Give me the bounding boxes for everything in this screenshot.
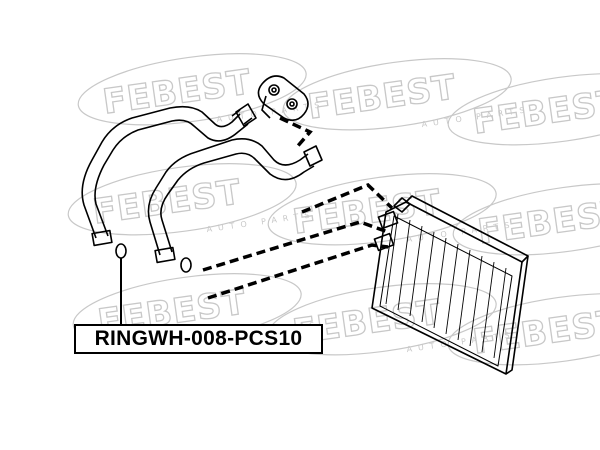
dashed-link-pipe-upper — [301, 182, 394, 214]
heater-pipe-rear — [147, 138, 323, 264]
dashed-link-pipe-front — [202, 220, 389, 272]
heater-core-frame — [371, 201, 523, 375]
watermark-logo: FEBEST AUTO PARTS — [67, 163, 316, 236]
dashed-link-pipe-rear — [207, 243, 389, 300]
watermark-logo: FEBEST — [447, 73, 600, 146]
connection-lines — [202, 116, 394, 300]
part-number-label: RINGWH-008-PCS10 — [74, 324, 323, 354]
watermark-text: FEBEST — [470, 302, 600, 362]
watermark-text: FEBEST — [470, 82, 600, 142]
watermark-logo: FEBEST AUTO PARTS — [77, 53, 326, 126]
o-ring-icon — [115, 243, 192, 273]
heater-core-fins — [385, 213, 507, 359]
heater-core-icon — [371, 195, 529, 375]
heater-core-ports — [373, 197, 411, 252]
part-number-text: RINGWH-008-PCS10 — [94, 327, 303, 350]
watermark-logo: FEBEST — [452, 183, 600, 256]
o-ring-front — [115, 243, 127, 259]
o-ring-rear — [180, 257, 192, 273]
flange-icon — [257, 75, 309, 122]
heater-pipe-front — [81, 103, 257, 247]
dashed-link-flange — [279, 116, 313, 150]
